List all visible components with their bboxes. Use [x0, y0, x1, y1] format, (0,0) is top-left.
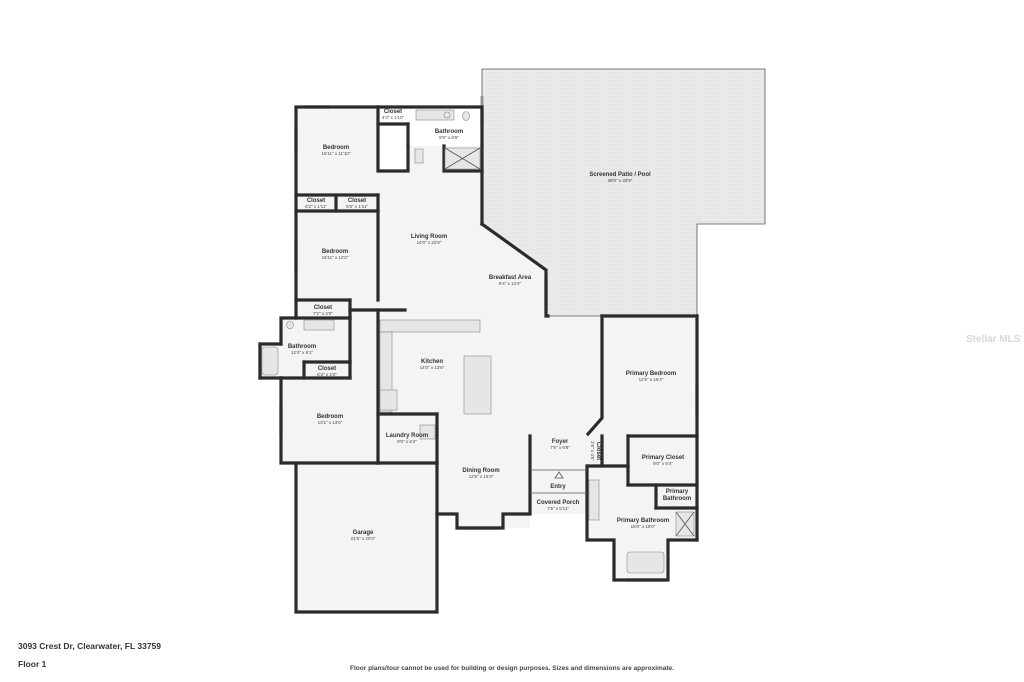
room-bathroom-1-name: Bathroom — [435, 129, 463, 135]
room-covered-porch-dim: 7'5" x 5'11" — [547, 506, 569, 511]
room-closet-2-dim: 5'2" x 1'11" — [305, 204, 327, 209]
room-primary-bathroom-small-line1: Primary — [666, 489, 689, 495]
room-bathroom-2-dim: 12'4" x 6'1" — [291, 350, 314, 355]
room-closet-1-name: Closet — [384, 109, 402, 115]
room-bathroom-2-name: Bathroom — [288, 344, 316, 350]
room-bedroom-2-name: Bedroom — [322, 249, 348, 255]
room-dining-room-name: Dining Room — [462, 468, 499, 474]
room-breakfast-area-name: Breakfast Area — [489, 275, 532, 281]
fixtures — [261, 109, 695, 574]
room-closet-5-name: Closet — [318, 366, 336, 372]
room-closet-2-name: Closet — [307, 198, 325, 204]
room-primary-bedroom-name: Primary Bedroom — [626, 371, 676, 377]
room-closet-1-dim: 4'3" x 1'10" — [382, 115, 405, 120]
room-garage-name: Garage — [353, 530, 374, 536]
room-primary-bathroom-small-line2: Bathroom — [663, 496, 691, 502]
room-bedroom-3-dim: 13'1" x 13'6" — [318, 420, 343, 425]
room-living-room-dim: 14'0" x 22'8" — [417, 240, 442, 245]
room-breakfast-area-dim: 9'4" x 12'4" — [499, 281, 522, 286]
room-dining-room-dim: 12'5" x 15'3" — [469, 474, 494, 479]
room-primary-bedroom-dim: 12'6" x 16'4" — [639, 377, 664, 382]
room-closet-3-name: Closet — [348, 198, 366, 204]
room-bedroom-1-name: Bedroom — [323, 145, 349, 151]
room-screened-patio-name: Screened Patio / Pool — [589, 172, 651, 178]
room-bedroom-3-name: Bedroom — [317, 414, 343, 420]
room-primary-bathroom-dim: 15'0" x 19'0" — [631, 524, 656, 529]
room-closet-6-dim: 2'6" x 4'5" — [590, 441, 595, 461]
room-laundry-room-dim: 9'0" x 6'4" — [397, 439, 417, 444]
room-bedroom-2-dim: 16'11" x 12'2" — [322, 255, 349, 260]
room-closet-4-dim: 7'2" x 2'0" — [313, 311, 333, 316]
room-labels: Bedroom 16'11" x 11'10" Closet 4'3" x 1'… — [288, 109, 691, 541]
room-bathroom-1-dim: 9'5" x 8'6" — [439, 135, 459, 140]
room-closet-3-dim: 5'5" x 1'11" — [346, 204, 368, 209]
room-kitchen-name: Kitchen — [421, 359, 443, 365]
room-closet-4-name: Closet — [314, 305, 332, 311]
room-bedroom-1-dim: 16'11" x 11'10" — [321, 151, 350, 156]
room-foyer-dim: 7'5" x 6'8" — [550, 445, 570, 450]
room-living-room-name: Living Room — [411, 234, 447, 240]
room-primary-closet-dim: 9'0" x 6'4" — [653, 461, 673, 466]
disclaimer: Floor plans/tour cannot be used for buil… — [350, 665, 674, 672]
property-address: 3093 Crest Dr, Clearwater, FL 33759 — [18, 641, 162, 651]
room-garage-dim: 21'5" x 20'3" — [351, 536, 376, 541]
room-closet-5-dim: 6'3" x 2'0" — [317, 372, 337, 377]
floor-label: Floor 1 — [18, 659, 47, 669]
room-covered-porch-name: Covered Porch — [537, 500, 580, 506]
room-primary-closet-name: Primary Closet — [642, 455, 684, 461]
room-primary-bathroom-name: Primary Bathroom — [617, 518, 669, 524]
room-kitchen-dim: 14'0" x 13'6" — [420, 365, 445, 370]
room-foyer-name: Foyer — [552, 439, 569, 445]
room-screened-patio-dim: 39'0" x 33'9" — [608, 178, 633, 183]
patio-floor — [482, 69, 765, 316]
walls — [258, 68, 766, 614]
room-laundry-room-name: Laundry Room — [386, 433, 428, 439]
room-entry-name: Entry — [550, 484, 566, 490]
watermark: Stellar MLS — [966, 334, 1021, 345]
room-closet-6-name: Closet — [595, 442, 601, 460]
